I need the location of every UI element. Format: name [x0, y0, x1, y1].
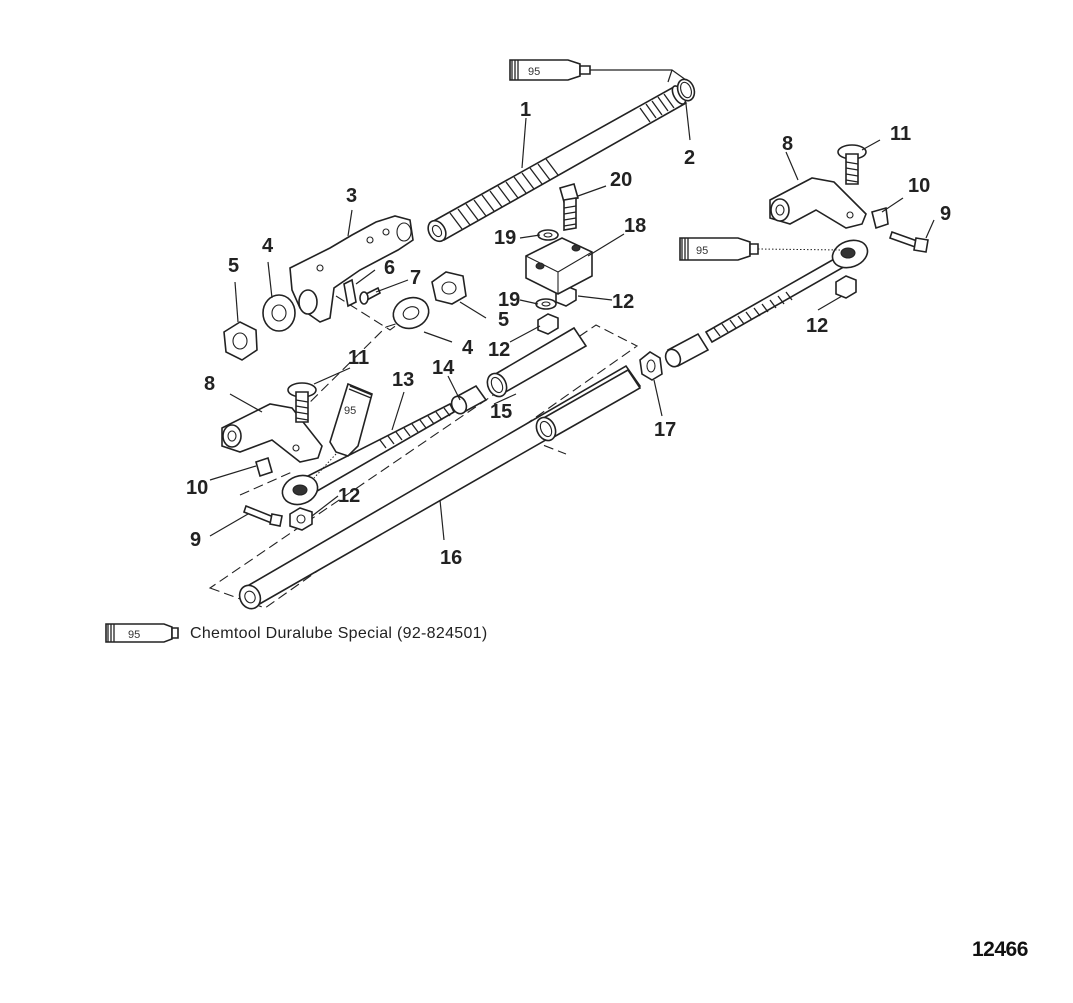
callout-6: 6	[384, 257, 395, 279]
callout-2: 2	[684, 147, 695, 169]
part-5-nut-left	[223, 321, 258, 361]
part-5-nut-right	[431, 271, 467, 305]
callout-8a: 8	[204, 373, 215, 395]
part-11-screw-left	[287, 382, 317, 423]
tube-code-left: 95	[344, 405, 356, 417]
part-14-bushing	[450, 384, 488, 415]
part-3-bracket	[289, 215, 421, 331]
part-9-bolt-right	[888, 230, 929, 253]
part-11-screw-right	[837, 144, 867, 185]
callout-4a: 4	[262, 235, 274, 257]
callout-12c: 12	[612, 291, 634, 313]
part-19-washer-upper	[537, 229, 559, 241]
callout-15: 15	[490, 401, 512, 423]
part-1-steering-tube	[427, 85, 688, 243]
callout-11a: 11	[348, 347, 369, 369]
part-7-screw	[359, 286, 382, 305]
part-18-block	[525, 237, 593, 295]
callout-12d: 12	[806, 315, 828, 337]
part-8-clamp-right	[769, 177, 867, 229]
callout-17: 17	[654, 419, 676, 441]
part-17-nut	[639, 351, 663, 381]
callout-19b: 19	[498, 289, 520, 311]
callout-9a: 9	[190, 529, 201, 551]
part-9-bolt-left	[243, 504, 283, 527]
lube-tube-top: 95	[509, 59, 687, 83]
lube-tube-left: 95	[313, 382, 373, 479]
part-12-nut-right	[835, 275, 857, 299]
callout-20: 20	[610, 169, 632, 191]
figure-id: 12466	[972, 938, 1028, 961]
part-20-bolt	[559, 183, 579, 231]
callout-16: 16	[440, 547, 462, 569]
lube-tube-right: 95	[679, 237, 843, 261]
legend-tube-code: 95	[128, 629, 140, 641]
part-2-o-ring	[676, 78, 696, 102]
legend-tube-icon: 95	[105, 623, 179, 643]
callout-14: 14	[432, 357, 455, 379]
part-15-tube-upper	[486, 326, 588, 398]
callout-5a: 5	[228, 255, 239, 277]
callout-12b: 12	[488, 339, 510, 361]
callout-11b: 11	[890, 123, 911, 145]
callout-18: 18	[624, 215, 646, 237]
callout-4b: 4	[462, 337, 474, 359]
callout-5b: 5	[498, 309, 509, 331]
part-15-tube-right	[664, 332, 710, 368]
callout-8b: 8	[782, 133, 793, 155]
callout-13: 13	[392, 369, 414, 391]
legend: 95 Chemtool Duralube Special (92-824501)	[105, 623, 488, 643]
callout-9b: 9	[940, 203, 951, 225]
part-10-clip-left	[255, 456, 273, 478]
part-12-nut-center-a	[537, 313, 559, 335]
callout-1: 1	[520, 99, 531, 121]
part-12-nut-left	[289, 507, 313, 531]
callout-12a: 12	[338, 485, 360, 507]
callout-10b: 10	[908, 175, 930, 197]
callout-7: 7	[410, 267, 421, 289]
tube-code-right: 95	[696, 245, 708, 257]
part-10-clip-right	[871, 206, 889, 230]
part-13-tie-rod-left	[281, 402, 456, 506]
assembly-outline-inner	[239, 319, 567, 496]
callout-10a: 10	[186, 477, 208, 499]
part-4-washer-right	[392, 296, 430, 330]
legend-text: Chemtool Duralube Special (92-824501)	[190, 625, 488, 642]
leader-lines	[209, 103, 935, 541]
part-19-washer-lower	[535, 298, 557, 310]
callout-3: 3	[346, 185, 357, 207]
tube-code-top: 95	[528, 66, 540, 78]
part-13-tie-rod-right	[704, 239, 869, 344]
assembly-outline	[208, 324, 639, 609]
callout-19a: 19	[494, 227, 516, 249]
part-6-plate	[343, 278, 357, 308]
part-16-long-tube	[238, 364, 642, 610]
part-4-washer-left	[262, 294, 296, 332]
callout-numbers: 1 2 3 4 4 5 5 6 7 8 8 9 9 10 10 11 11 12…	[186, 99, 951, 569]
